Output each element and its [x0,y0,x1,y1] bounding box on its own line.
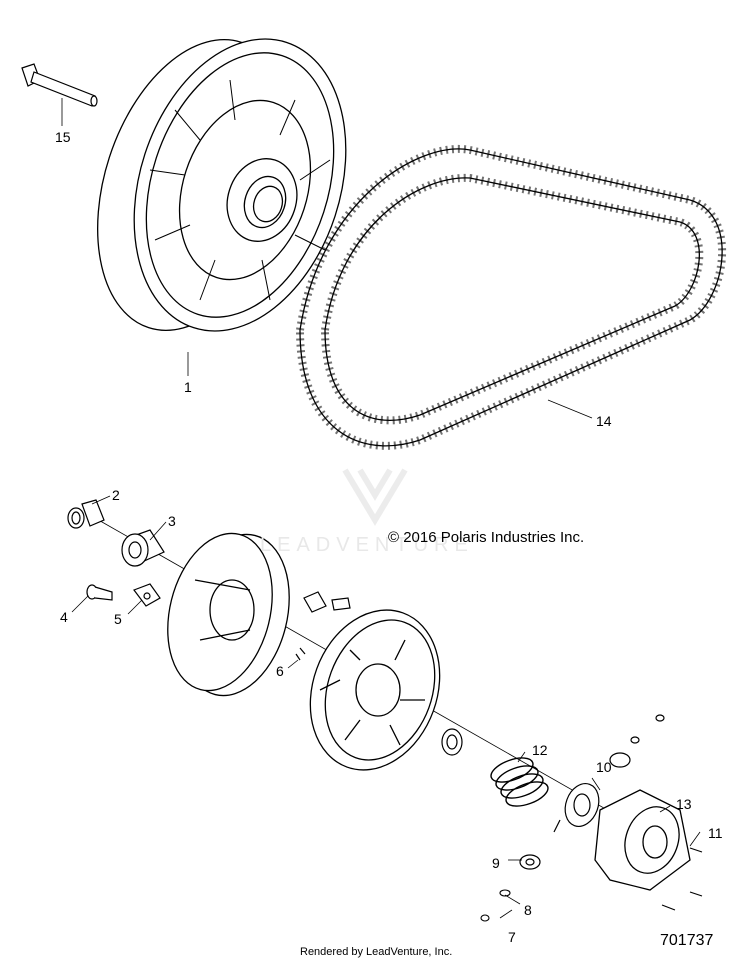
rendered-by: Rendered by LeadVenture, Inc. [300,946,453,958]
bearing-10 [553,783,600,833]
bearing-3 [121,529,165,567]
sheave-1 [97,38,347,332]
copyright-notice: © 2016 Polaris Industries Inc. [388,529,585,546]
callout-13: 13 [676,796,692,812]
callout-2: 2 [112,487,120,503]
watermark-text: LEADVENTURE [260,534,474,556]
callout-10: 10 [596,759,612,775]
callout-9: 9 [492,855,500,871]
callout-14: 14 [596,413,612,429]
roller-right [303,591,351,613]
cover-13 [594,789,691,891]
callout-11: 11 [708,825,723,841]
pins-6 [295,647,306,661]
pin-4 [86,584,113,601]
callout-4: 4 [60,609,68,625]
bushing-2 [67,499,105,529]
fasteners [480,847,703,922]
callout-1: 1 [184,379,192,395]
moveable-sheave [167,532,290,697]
diagram-number: 701737 [660,932,714,949]
belt-14 [295,144,727,450]
callout-12: 12 [532,742,548,758]
leader-lines [61,98,701,919]
watermark-logo [342,468,408,526]
bushing-inline [441,728,463,756]
helix-plate [309,609,441,771]
callout-6: 6 [276,663,284,679]
roller-5 [133,583,161,607]
callout-8: 8 [524,902,532,918]
bushing-9 [519,854,541,870]
callout-15: 15 [55,129,71,145]
bushing-upper-right [609,714,665,768]
spring-12 [490,757,549,807]
callout-3: 3 [168,513,176,529]
callout-7: 7 [508,929,516,945]
bolt-15 [21,63,98,107]
callout-5: 5 [114,611,122,627]
